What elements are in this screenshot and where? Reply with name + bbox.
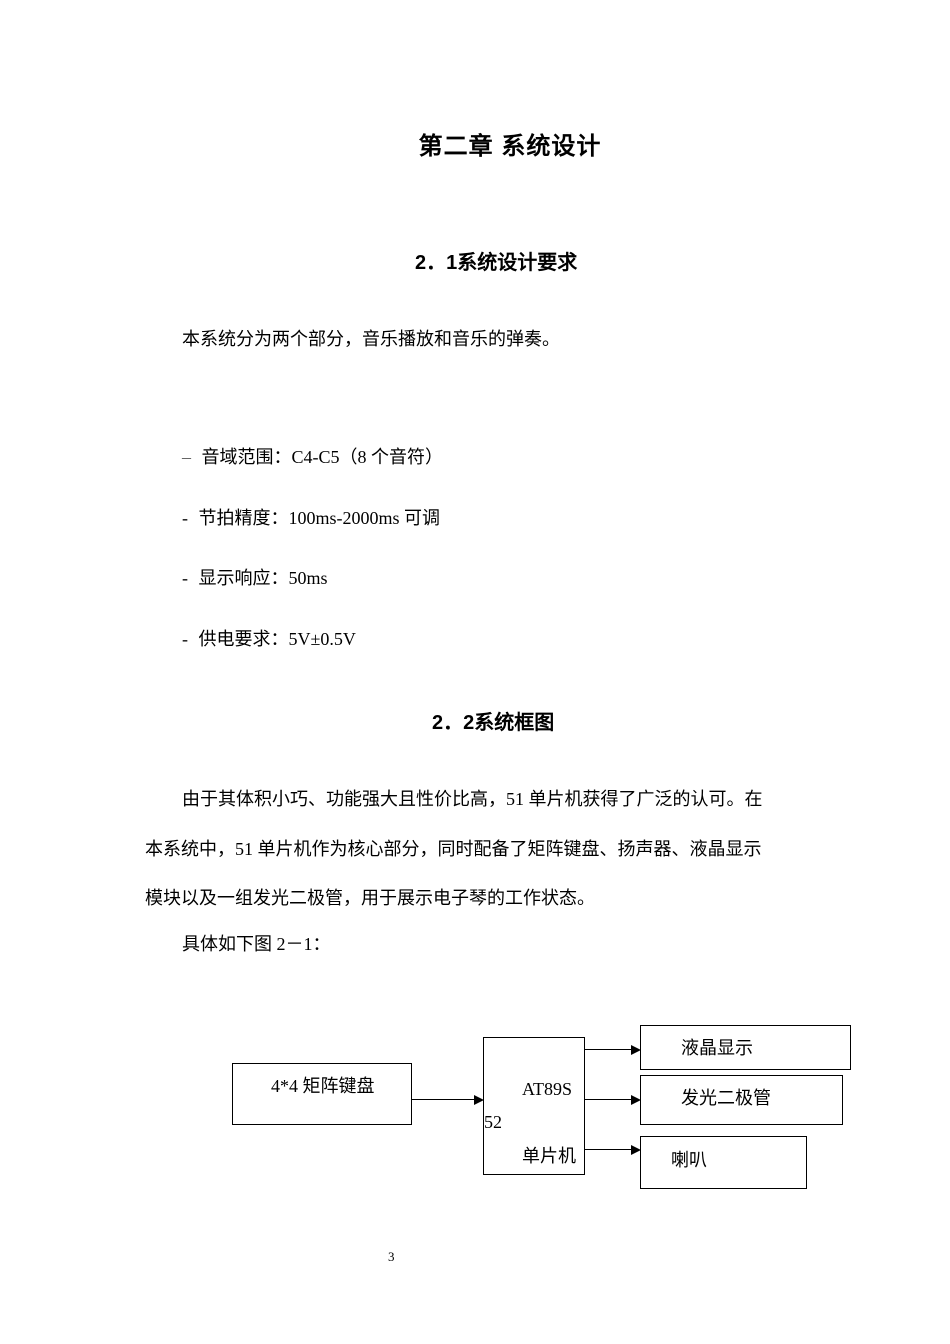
arrow-right-icon	[631, 1045, 641, 1055]
requirement-text: 音域范围：C4-C5（8 个音符）	[201, 447, 444, 467]
led-block: 发光二极管	[640, 1075, 843, 1125]
requirement-text: 显示响应：50ms	[198, 568, 328, 588]
requirement-item: – 音域范围：C4-C5（8 个音符）	[182, 443, 443, 469]
speaker-label: 喇叭	[671, 1150, 707, 1170]
section-heading-design-requirements: 2．1系统设计要求	[415, 252, 578, 274]
paragraph-line: 由于其体积小巧、功能强大且性价比高，51 单片机获得了广泛的认可。在	[182, 789, 763, 809]
bullet: -	[182, 508, 188, 528]
keypad-label: 4*4 矩阵键盘	[271, 1076, 375, 1096]
page-number: 3	[388, 1249, 395, 1264]
led-label: 发光二极管	[681, 1088, 771, 1108]
keypad-block: 4*4 矩阵键盘	[232, 1063, 412, 1125]
paragraph-line: 本系统中，51 单片机作为核心部分，同时配备了矩阵键盘、扬声器、液晶显示	[145, 839, 762, 859]
section-heading-block-diagram: 2．2系统框图	[432, 712, 555, 734]
speaker-block: 喇叭	[640, 1136, 807, 1189]
bullet: -	[182, 568, 188, 588]
mcu-label-line1: AT89S	[522, 1079, 573, 1099]
requirement-text: 节拍精度：100ms-2000ms 可调	[198, 508, 441, 528]
requirement-item: - 节拍精度：100ms-2000ms 可调	[182, 504, 440, 530]
bullet: –	[182, 447, 191, 467]
connector-line	[412, 1099, 474, 1101]
arrow-right-icon	[631, 1095, 641, 1105]
intro-paragraph: 本系统分为两个部分，音乐播放和音乐的弹奏。	[182, 329, 560, 349]
chapter-title: 第二章 系统设计	[418, 133, 602, 160]
mcu-label-line2: 52	[484, 1112, 502, 1132]
requirement-text: 供电要求：5V±0.5V	[198, 629, 356, 649]
requirement-item: - 显示响应：50ms	[182, 564, 328, 590]
arrow-right-icon	[631, 1145, 641, 1155]
lcd-display-block: 液晶显示	[640, 1025, 851, 1070]
requirement-item: - 供电要求：5V±0.5V	[182, 625, 356, 651]
lcd-display-label: 液晶显示	[681, 1038, 753, 1058]
arrow-right-icon	[474, 1095, 484, 1105]
mcu-label-line3: 单片机	[522, 1146, 576, 1166]
connector-line	[585, 1049, 632, 1051]
bullet: -	[182, 629, 188, 649]
connector-line	[585, 1099, 632, 1101]
mcu-block: AT89S 52 单片机	[483, 1037, 585, 1175]
paragraph-line: 模块以及一组发光二极管，用于展示电子琴的工作状态。	[145, 888, 595, 908]
connector-line	[585, 1149, 632, 1151]
figure-reference: 具体如下图 2－1：	[182, 934, 331, 954]
